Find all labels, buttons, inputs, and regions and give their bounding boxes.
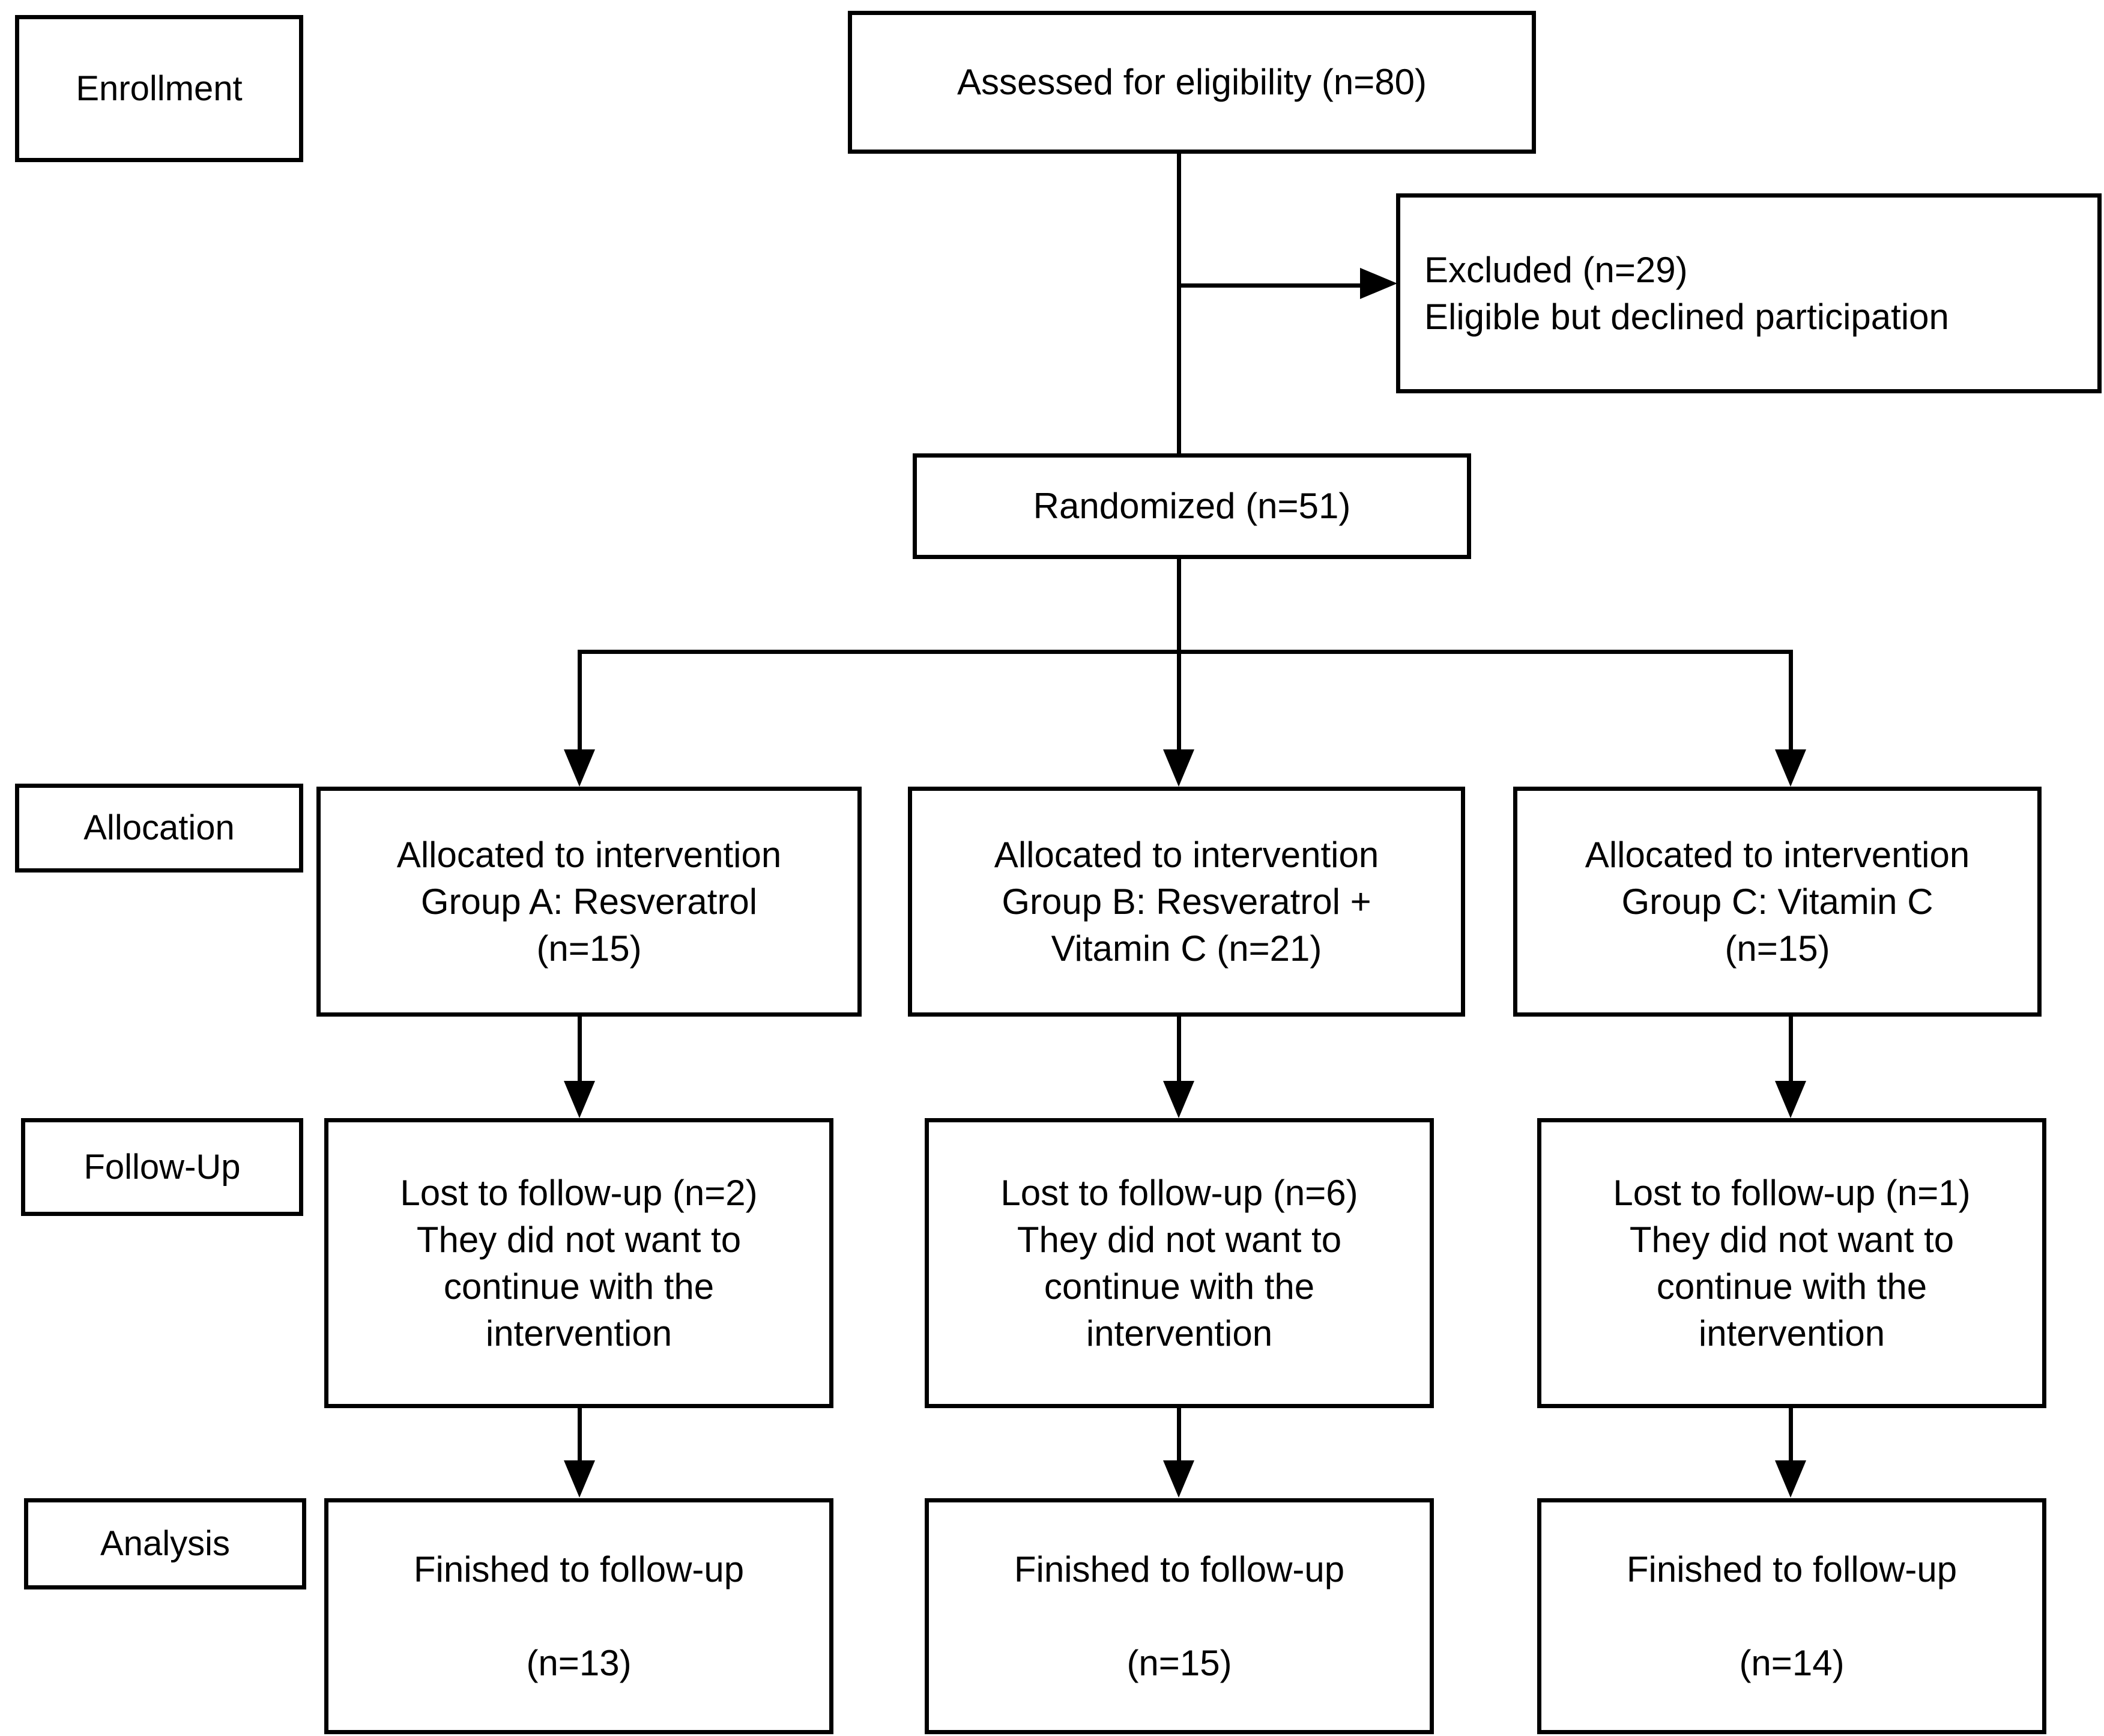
node-analysis-group-a-text: Finished to follow-up (n=13)	[413, 1549, 745, 1683]
arrowhead-to-group-b-allocation	[1163, 749, 1194, 787]
connector-group-b-allocation-to-followup	[1177, 1017, 1181, 1084]
node-randomized: Randomized (n=51)	[913, 453, 1471, 559]
stage-label-allocation-text: Allocation	[83, 808, 235, 848]
stage-label-enrollment: Enrollment	[15, 15, 303, 162]
connector-group-a-followup-to-analysis	[578, 1408, 582, 1463]
connector-assessed-to-randomized	[1177, 154, 1181, 454]
node-followup-group-a: Lost to follow-up (n=2) They did not wan…	[324, 1118, 833, 1408]
node-assessed-for-eligibility: Assessed for eligibility (n=80)	[848, 11, 1536, 154]
connector-split-to-group-c	[1789, 650, 1793, 753]
connector-split-to-group-b	[1177, 650, 1181, 753]
arrowhead-to-group-a-followup	[564, 1081, 595, 1118]
arrowhead-to-group-c-followup	[1775, 1081, 1806, 1118]
node-analysis-group-b-text: Finished to follow-up (n=15)	[1014, 1549, 1345, 1683]
node-assessed-for-eligibility-text: Assessed for eligibility (n=80)	[957, 62, 1427, 102]
node-analysis-group-a: Finished to follow-up (n=13)	[324, 1498, 833, 1734]
node-followup-group-b: Lost to follow-up (n=6) They did not wan…	[925, 1118, 1434, 1408]
arrowhead-to-group-c-analysis	[1775, 1460, 1806, 1498]
arrowhead-to-group-b-analysis	[1163, 1460, 1194, 1498]
connector-randomized-stem	[1177, 559, 1181, 654]
node-allocation-group-c: Allocated to intervention Group C: Vitam…	[1513, 787, 2042, 1017]
node-analysis-group-b: Finished to follow-up (n=15)	[925, 1498, 1434, 1734]
node-allocation-group-b: Allocated to intervention Group B: Resve…	[908, 787, 1465, 1017]
stage-label-follow-up-text: Follow-Up	[83, 1147, 241, 1187]
stage-label-follow-up: Follow-Up	[21, 1118, 303, 1216]
stage-label-analysis: Analysis	[24, 1498, 306, 1589]
connector-assessed-to-excluded	[1177, 283, 1363, 288]
node-analysis-group-c-text: Finished to follow-up (n=14)	[1626, 1549, 1957, 1683]
stage-label-enrollment-text: Enrollment	[76, 68, 243, 108]
connector-group-a-allocation-to-followup	[578, 1017, 582, 1084]
arrowhead-to-excluded	[1360, 268, 1397, 299]
node-analysis-group-c: Finished to follow-up (n=14)	[1537, 1498, 2046, 1734]
node-excluded: Excluded (n=29) Eligible but declined pa…	[1396, 193, 2102, 393]
node-excluded-text: Excluded (n=29) Eligible but declined pa…	[1424, 249, 1949, 337]
connector-group-c-allocation-to-followup	[1789, 1017, 1793, 1084]
arrowhead-to-group-b-followup	[1163, 1081, 1194, 1118]
arrowhead-to-group-c-allocation	[1775, 749, 1806, 787]
node-allocation-group-b-text: Allocated to intervention Group B: Resve…	[994, 834, 1379, 969]
connector-group-b-followup-to-analysis	[1177, 1408, 1181, 1463]
node-followup-group-c: Lost to follow-up (n=1) They did not wan…	[1537, 1118, 2046, 1408]
node-followup-group-a-text: Lost to follow-up (n=2) They did not wan…	[400, 1172, 758, 1353]
stage-label-allocation: Allocation	[15, 784, 303, 873]
node-allocation-group-c-text: Allocated to intervention Group C: Vitam…	[1585, 834, 1970, 969]
connector-group-c-followup-to-analysis	[1789, 1408, 1793, 1463]
node-allocation-group-a-text: Allocated to intervention Group A: Resve…	[396, 834, 782, 969]
node-randomized-text: Randomized (n=51)	[1033, 486, 1351, 526]
node-allocation-group-a: Allocated to intervention Group A: Resve…	[316, 787, 862, 1017]
connector-randomized-split-bar	[578, 650, 1793, 654]
node-followup-group-b-text: Lost to follow-up (n=6) They did not wan…	[1000, 1172, 1358, 1353]
arrowhead-to-group-a-allocation	[564, 749, 595, 787]
arrowhead-to-group-a-analysis	[564, 1460, 595, 1498]
connector-split-to-group-a	[578, 650, 582, 753]
node-followup-group-c-text: Lost to follow-up (n=1) They did not wan…	[1613, 1172, 1971, 1353]
stage-label-analysis-text: Analysis	[100, 1524, 230, 1564]
